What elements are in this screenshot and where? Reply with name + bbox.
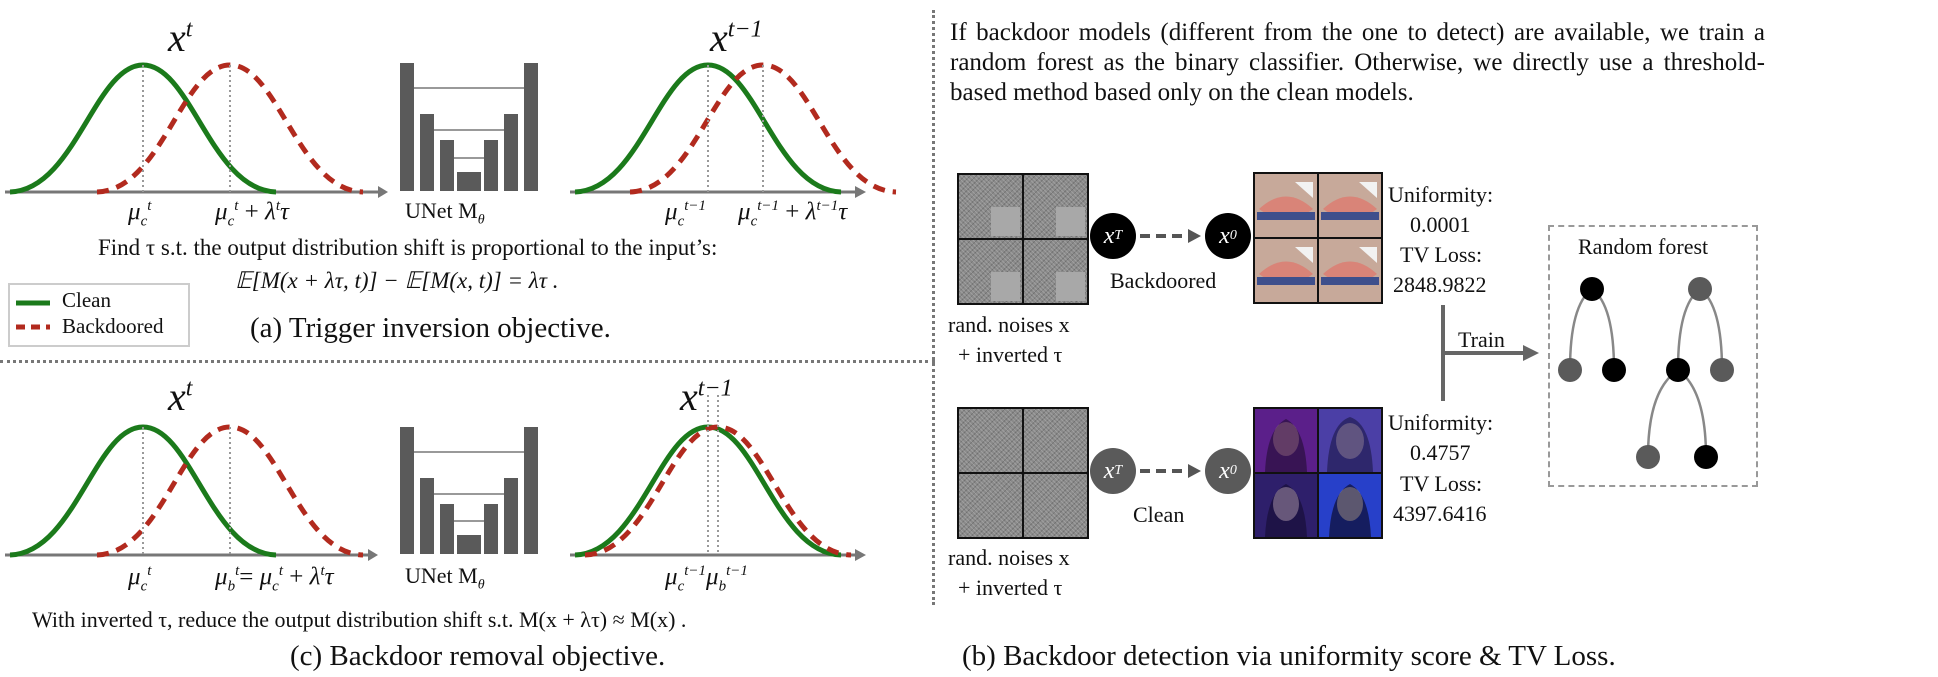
noise-label-bottom-2: + inverted τ: [958, 575, 1063, 600]
legend-backdoored: Backdoored: [62, 314, 164, 338]
noise-grid-backdoored: [957, 173, 1089, 305]
rf-node: [1636, 445, 1660, 469]
noise-label-top-2: + inverted τ: [958, 342, 1063, 367]
axis-arrow-a-left: [378, 186, 388, 198]
panel-a-x-t: xt: [168, 15, 193, 60]
noise-label-bottom-1: rand. noises x: [948, 545, 1070, 570]
bd-uniformity-label: Uniformity:: [1388, 182, 1494, 207]
panel-c-x-t: xt: [168, 374, 193, 419]
train-label: Train: [1458, 327, 1505, 352]
panel-c-mu-c-t: μct: [128, 563, 152, 595]
cl-uniformity-value: 0.4757: [1410, 440, 1471, 465]
random-forest-title: Random forest: [1578, 234, 1709, 259]
panel-c-title: (c) Backdoor removal objective.: [290, 640, 666, 672]
backdoored-curve-c-left: [96, 424, 364, 558]
panel-a-mu-shift-t1: μct−1 + λt−1τ: [738, 198, 848, 230]
separator-vertical: [932, 10, 935, 605]
generated-images-backdoored: [1253, 172, 1383, 304]
axis-arrow-a-right: [855, 186, 866, 198]
panel-a-x-t1: xt−1: [710, 15, 763, 60]
backdoored-curve-a-right: [629, 62, 897, 195]
legend-swatches: [16, 300, 50, 330]
panel-c-mu-b-eq: μbt= μct + λtτ: [215, 563, 334, 595]
dashed-arrow-clean: [1140, 464, 1201, 478]
clean-curve-c-left: [9, 424, 277, 558]
panel-a-mu-shift: μct + λtτ: [215, 198, 289, 230]
train-arrow: [1441, 305, 1539, 401]
rf-node: [1688, 277, 1712, 301]
rf-node: [1602, 358, 1626, 382]
rf-node: [1694, 445, 1718, 469]
panel-a-title: (a) Trigger inversion objective.: [250, 312, 611, 344]
panel-c-caption: With inverted τ, reduce the output distr…: [32, 607, 687, 632]
clean-label: Clean: [1133, 502, 1185, 527]
backdoored-curve-c-right: [584, 424, 852, 558]
rf-node: [1710, 358, 1734, 382]
panel-a-curves: [5, 62, 897, 198]
rf-node: [1666, 358, 1690, 382]
bd-tv-label: TV Loss:: [1400, 242, 1483, 267]
unet-c: [400, 427, 538, 554]
cl-tv-label: TV Loss:: [1400, 471, 1483, 496]
axis-arrow-c-right: [855, 549, 866, 561]
random-forest-trees: [1558, 277, 1734, 469]
panel-c-mu-pair: μct−1μbt−1: [665, 563, 748, 595]
noise-grid-clean: [957, 407, 1089, 539]
bd-uniformity-value: 0.0001: [1410, 212, 1471, 237]
noise-label-top-1: rand. noises x: [948, 312, 1070, 337]
unet-c-skips: [414, 451, 524, 522]
panel-a-mu-c-t: μct: [128, 198, 152, 230]
backdoored-label: Backdoored: [1110, 268, 1217, 293]
random-forest-box: [1548, 225, 1758, 487]
bd-tv-value: 2848.9822: [1393, 272, 1487, 297]
panel-a-caption-line2: 𝔼[M(x + λτ, t)] − 𝔼[M(x, t)] = λτ .: [235, 268, 559, 293]
separator-horizontal: [0, 360, 935, 363]
axis-arrow-c-left: [368, 549, 378, 561]
cl-uniformity-label: Uniformity:: [1388, 410, 1494, 435]
panel-a-unet-label: UNet Mθ: [405, 198, 485, 228]
cl-tv-value: 4397.6416: [1393, 501, 1487, 526]
dashed-arrow-backdoored: [1140, 229, 1201, 243]
unet-a-skips: [414, 87, 524, 159]
backdoored-curve-a-left: [96, 62, 364, 195]
unet-a: [400, 63, 538, 191]
clean-curve-a-right: [574, 62, 842, 195]
panel-c-unet-label: UNet Mθ: [405, 563, 485, 593]
panel-b-title: (b) Backdoor detection via uniformity sc…: [962, 640, 1616, 672]
generated-images-clean: [1253, 407, 1383, 539]
rf-node: [1580, 277, 1604, 301]
panel-a-caption-line1: Find τ s.t. the output distribution shif…: [98, 235, 718, 260]
rf-node: [1558, 358, 1582, 382]
legend: Clean Backdoored: [8, 283, 190, 347]
panel-c-curves: [5, 395, 866, 561]
clean-curve-a-left: [9, 62, 277, 195]
panel-c-x-t1: xt−1: [680, 374, 733, 419]
legend-clean: Clean: [62, 288, 111, 312]
panel-b-paragraph: If backdoor models (different from the o…: [950, 19, 1765, 106]
panel-a-mu-c-t1: μct−1: [665, 198, 707, 230]
